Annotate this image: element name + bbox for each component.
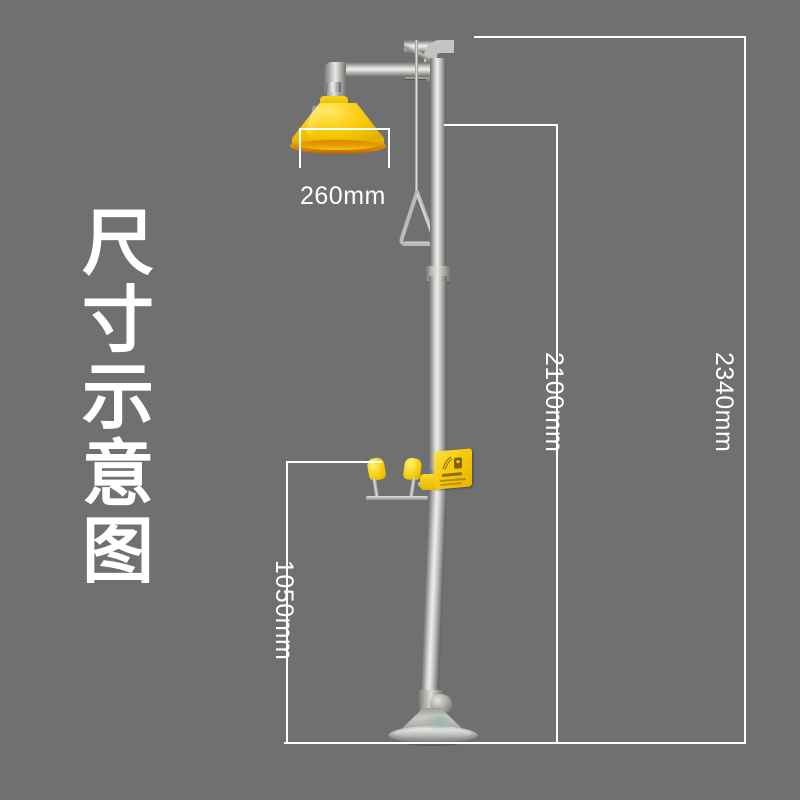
- title-char-5: 图: [81, 509, 154, 594]
- dim-260-witness-left: [299, 128, 301, 168]
- shower-head-spray-face: [298, 140, 378, 150]
- dim-2340-line: [744, 36, 746, 744]
- sign-text-line-3: [440, 482, 462, 487]
- dim-1050-top-extension: [286, 461, 382, 463]
- pull-rod: [415, 40, 418, 198]
- title-char-1: 尺: [81, 201, 154, 285]
- title-char-2: 寸: [81, 278, 154, 363]
- eyewash-pictogram-icon: [442, 456, 462, 470]
- dim-baseline: [284, 742, 746, 744]
- column-middle-section: [429, 276, 447, 476]
- dim-label-2340mm: 2340mm: [710, 352, 738, 453]
- dim-label-1050mm: 1050mm: [270, 560, 298, 661]
- dim-2100-top-extension: [444, 124, 558, 126]
- dim-label-260mm: 260mm: [300, 182, 386, 210]
- page-title: 尺 寸 示 意 图: [68, 201, 168, 594]
- shower-arm: [328, 62, 436, 77]
- column-lower-section: [419, 469, 448, 711]
- dim-2100-line: [556, 124, 558, 743]
- eyewash-bracket-base: [366, 496, 428, 500]
- sign-text-line-2: [440, 477, 466, 483]
- eyewash-valve-hub: [420, 474, 438, 490]
- base-reflection: [424, 716, 454, 732]
- dim-260-witness-right: [388, 128, 390, 168]
- title-char-4: 意: [81, 432, 154, 517]
- column-upper-section: [430, 58, 446, 276]
- warning-sign-plate: [434, 448, 472, 490]
- dim-260-line: [299, 128, 390, 130]
- title-char-3: 示: [81, 355, 154, 440]
- sign-text-line-1: [442, 472, 462, 477]
- base-flange-highlight: [394, 728, 472, 739]
- dim-1050-line: [286, 461, 288, 743]
- shower-head-cap: [320, 96, 348, 106]
- dim-label-2100mm: 2100mm: [540, 352, 568, 453]
- dim-2340-top-extension: [474, 36, 746, 38]
